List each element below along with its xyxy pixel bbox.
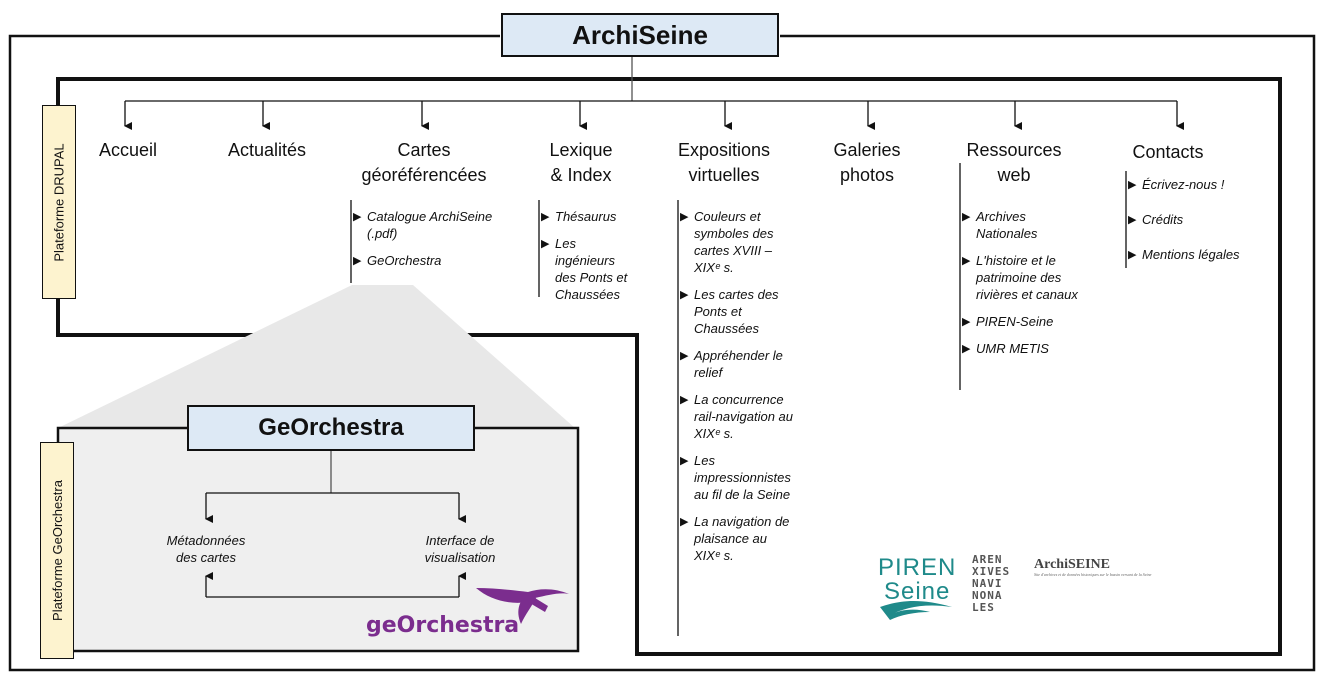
lexique-items: ▶Thésaurus ▶Les ingénieurs des Ponts et …: [540, 208, 636, 313]
archives-navigables-logo: AREN XIVES NAVI NONA LES: [972, 553, 1011, 614]
triangle-bullet-icon: ▶: [680, 516, 689, 528]
triangle-bullet-icon: ▶: [541, 238, 550, 250]
menu-accueil[interactable]: Accueil: [98, 140, 158, 160]
triangle-bullet-icon: ▶: [962, 255, 971, 267]
archiseine-logo-tagline: Site d'archives et de données historique…: [1034, 572, 1152, 577]
triangle-bullet-icon: ▶: [680, 394, 689, 406]
ressources-items: ▶Archives Nationales ▶L'histoire et le p…: [961, 208, 1111, 367]
triangle-bullet-icon: ▶: [680, 211, 689, 223]
archiseine-title: ArchiSeine: [501, 13, 779, 57]
menu-cartes[interactable]: Cartes géoréférencées: [361, 140, 487, 185]
list-item[interactable]: ▶Mentions légales: [1128, 247, 1240, 262]
menu-lexique[interactable]: Lexique & Index: [549, 140, 613, 185]
triangle-bullet-icon: ▶: [1128, 249, 1137, 261]
list-item[interactable]: ▶Les cartes des Ponts et Chaussées: [680, 287, 779, 336]
cartes-items: ▶Catalogue ArchiSeine (.pdf) ▶GeOrchestr…: [352, 208, 532, 279]
contacts-items: ▶Écrivez-nous ! ▶Crédits ▶Mentions légal…: [1127, 176, 1277, 273]
list-item[interactable]: ▶Les ingénieurs des Ponts et Chaussées: [541, 236, 628, 302]
drupal-frame: [56, 77, 1282, 656]
triangle-bullet-icon: ▶: [353, 211, 362, 223]
list-item[interactable]: ▶GeOrchestra: [353, 253, 442, 268]
triangle-bullet-icon: ▶: [680, 455, 689, 467]
list-item[interactable]: ▶La concurrence rail-navigation au XIXᵉ …: [680, 392, 794, 441]
georchestra-platform-label: Plateforme GeOrchestra: [40, 442, 74, 659]
triangle-bullet-icon: ▶: [680, 350, 689, 362]
georchestra-bird-icon: [476, 588, 569, 624]
list-item[interactable]: ▶PIREN-Seine: [962, 314, 1054, 329]
drupal-platform-text: Plateforme DRUPAL: [51, 142, 67, 262]
menu-galeries[interactable]: Galeries photos: [833, 140, 901, 185]
list-item[interactable]: ▶Les impressionnistes au fil de la Seine: [680, 453, 791, 502]
georchestra-title: GeOrchestra: [187, 405, 475, 451]
list-item[interactable]: ▶La navigation de plaisance au XIXᵉ s.: [680, 514, 790, 563]
triangle-bullet-icon: ▶: [962, 343, 971, 355]
triangle-bullet-icon: ▶: [962, 211, 971, 223]
triangle-bullet-icon: ▶: [680, 289, 689, 301]
triangle-bullet-icon: ▶: [541, 211, 550, 223]
list-item[interactable]: ▶Écrivez-nous !: [1128, 177, 1225, 192]
triangle-bullet-icon: ▶: [353, 255, 362, 267]
zoom-wedge: [58, 285, 575, 428]
list-item[interactable]: ▶Couleurs et symboles des cartes XVIII –…: [680, 209, 774, 275]
interface-node[interactable]: Interface de visualisation: [424, 533, 496, 565]
list-item[interactable]: ▶Archives Nationales: [962, 209, 1038, 241]
piren-wave-icon: [880, 600, 952, 620]
list-item[interactable]: ▶Appréhender le relief: [680, 348, 783, 380]
triangle-bullet-icon: ▶: [1128, 214, 1137, 226]
menu-expositions[interactable]: Expositions virtuelles: [677, 140, 771, 185]
menu-ressources[interactable]: Ressources web: [966, 140, 1062, 185]
list-item[interactable]: ▶Thésaurus: [541, 209, 617, 224]
metadonnees-node[interactable]: Métadonnées des cartes: [166, 533, 246, 565]
archiseine-logo-name: ArchiSEINE: [1034, 557, 1110, 572]
list-item[interactable]: ▶Catalogue ArchiSeine (.pdf): [353, 209, 493, 241]
triangle-bullet-icon: ▶: [962, 316, 971, 328]
list-item[interactable]: ▶Crédits: [1128, 212, 1184, 227]
georchestra-platform-text: Plateforme GeOrchestra: [49, 480, 65, 621]
drupal-platform-label: Plateforme DRUPAL: [42, 105, 76, 299]
piren-seine-logo: PIREN Seine: [878, 554, 957, 605]
list-item[interactable]: ▶L'histoire et le patrimoine des rivière…: [962, 253, 1078, 302]
expositions-items: ▶Couleurs et symboles des cartes XVIII –…: [679, 208, 819, 574]
menu-contacts[interactable]: Contacts: [1132, 142, 1204, 162]
georchestra-panel: [56, 426, 580, 653]
list-item[interactable]: ▶UMR METIS: [962, 341, 1049, 356]
menu-actualites[interactable]: Actualités: [227, 140, 307, 160]
triangle-bullet-icon: ▶: [1128, 179, 1137, 191]
outer-frame: [8, 34, 1316, 672]
georchestra-logo: geOrchestra: [366, 613, 520, 638]
